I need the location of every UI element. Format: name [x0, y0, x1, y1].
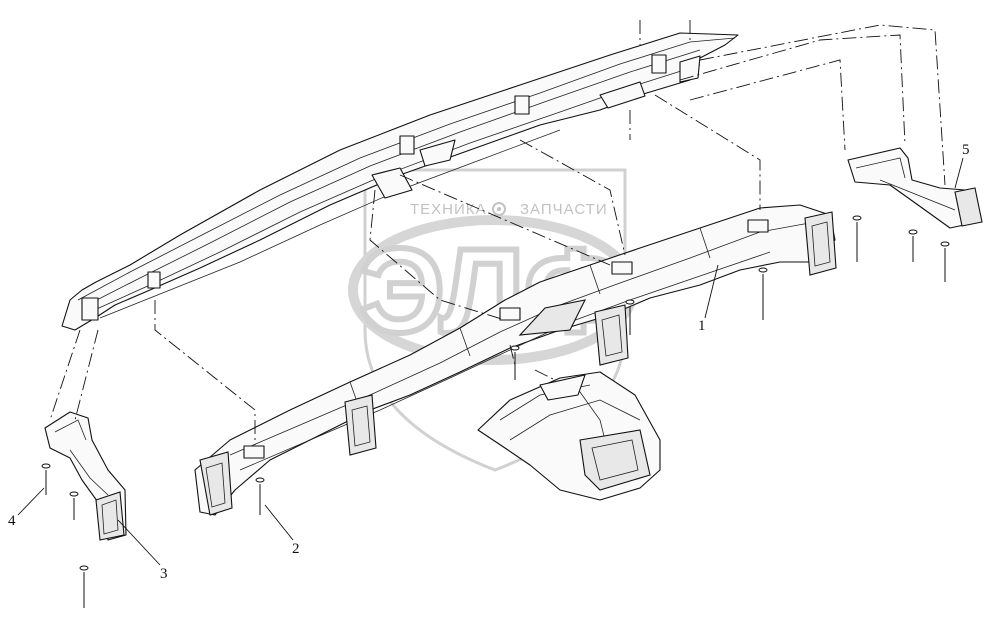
screw: [625, 299, 635, 335]
panel-clip: [147, 271, 161, 289]
callout-leaders: [17, 157, 964, 566]
duct-outlet-center-left: [344, 394, 377, 456]
duct-vent-top: [518, 299, 586, 336]
watermark-text-right: ЗАПЧАСТИ: [520, 201, 608, 218]
panel-clip: [514, 95, 530, 115]
left-side-duct: [44, 411, 127, 541]
panel-clip: [399, 135, 415, 155]
screw: [69, 491, 79, 520]
left-duct-outlet: [95, 491, 125, 541]
screw: [758, 267, 768, 320]
panel-clip: [81, 297, 99, 321]
duct-outlet-center: [594, 304, 629, 366]
right-side-duct: [847, 147, 983, 229]
callout-4: 4: [8, 513, 16, 529]
callout-2: 2: [292, 541, 300, 557]
dashboard-upper-panel: [61, 32, 739, 331]
air-distribution-box: [477, 371, 661, 501]
right-duct-outlet: [954, 187, 983, 227]
panel-clip: [651, 54, 667, 74]
screw: [852, 215, 862, 262]
screw: [41, 463, 51, 495]
callout-1: 1: [698, 318, 706, 334]
watermark-text-left: ТЕХНИКА: [410, 201, 487, 218]
assembly-lines: [49, 20, 946, 445]
screw: [79, 565, 89, 608]
gear-icon: [492, 202, 506, 216]
fasteners: [41, 215, 950, 608]
callout-5: 5: [962, 142, 970, 158]
screw: [908, 229, 918, 262]
main-air-duct: [194, 204, 837, 516]
screw: [510, 345, 520, 380]
screw: [255, 477, 265, 515]
screw: [940, 241, 950, 282]
distribution-outlet: [579, 429, 651, 491]
callout-3: 3: [160, 566, 168, 582]
duct-outlet-right: [804, 211, 837, 276]
